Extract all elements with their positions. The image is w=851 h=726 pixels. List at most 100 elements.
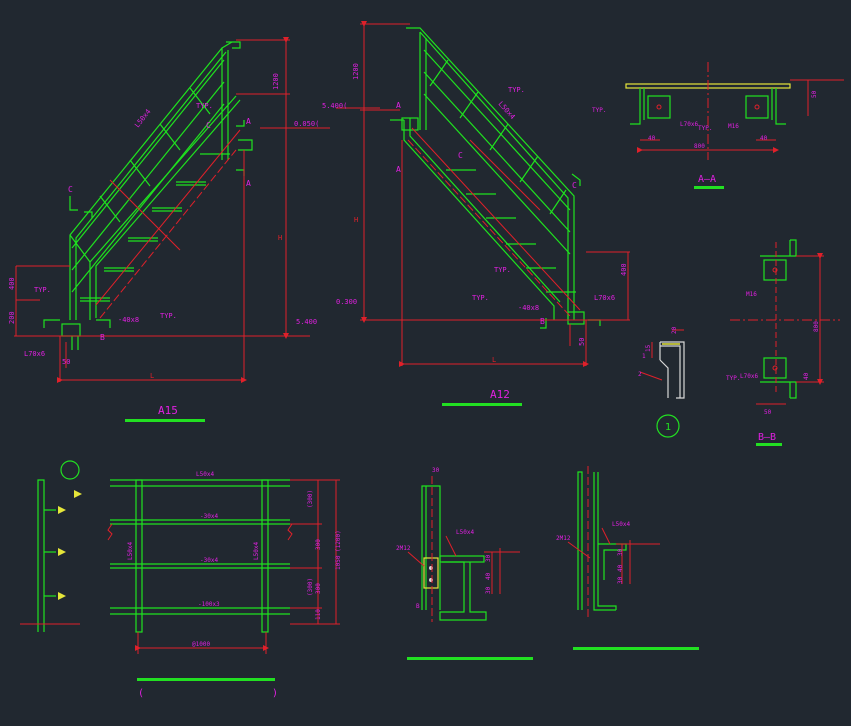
aa-angles xyxy=(630,88,786,125)
rail-side-post xyxy=(37,479,56,632)
detail1-num-1: 1 xyxy=(642,353,646,360)
view-railing-elevation: L50x4 -30x4 -30x4 -100x3 L50x4 L50x4 @10… xyxy=(107,471,342,699)
a12-section-a-top: A xyxy=(396,101,401,110)
a15-section-c-left: C xyxy=(68,185,73,194)
detail1-callout-circle xyxy=(656,414,680,438)
a12-top-level: 5.400( xyxy=(322,102,347,110)
a15-weld-2: TYP. xyxy=(160,312,177,320)
a15-section-a-bottom: A xyxy=(246,179,251,188)
rail-elev-frame xyxy=(110,479,290,633)
a12-angle-main: L50x4 xyxy=(497,100,517,121)
a12-right-dim: 400 xyxy=(620,263,628,276)
a15-left-dim-1: 400 xyxy=(8,277,16,290)
detail-col-dim-c: 30 xyxy=(485,586,492,594)
detail-wall-dim-b: 40 xyxy=(617,564,624,572)
view-section-aa: L70x6 M16 TYP. TYP. 800 40 40 50 A—A xyxy=(592,62,844,189)
aa-height: 50 xyxy=(811,90,818,98)
a12-section-b: B xyxy=(540,317,545,326)
a15-stringers xyxy=(43,41,253,350)
rail-mid-rail-2: -30x4 xyxy=(200,557,218,564)
view-detail-wall: 2M12 L50x4 30 40 30 xyxy=(556,466,699,650)
aa-width: 800 xyxy=(694,143,705,150)
bb-edge: 40 xyxy=(803,372,810,380)
a15-base-dim: 50 xyxy=(62,358,70,366)
a15-weld-1: TYP. xyxy=(196,102,213,110)
rail-dim-2: 300 xyxy=(315,539,322,550)
a15-length: L xyxy=(150,372,154,380)
bb-title: B—B xyxy=(758,432,776,443)
rail-dim-3: (300) xyxy=(307,578,314,596)
aa-weld-mid: TYP. xyxy=(698,125,712,132)
rail-top-rail: L50x4 xyxy=(196,471,214,478)
detail-wall-title-bar xyxy=(573,647,699,650)
rail-elev-title-bar xyxy=(137,678,275,681)
a12-bottom-level: 0.300 xyxy=(336,298,357,306)
rail-total: 1050 (1200) xyxy=(335,530,342,570)
detail-col-annotations: 2M12 L50x4 30 30 40 30 B xyxy=(396,467,492,610)
detail1-num-2: 2 xyxy=(638,371,642,378)
rail-dim-1: (300) xyxy=(307,490,314,508)
view-railing-side xyxy=(20,460,82,632)
rail-elev-annotations: L50x4 -30x4 -30x4 -100x3 L50x4 L50x4 @10… xyxy=(127,471,342,648)
a12-section-c-right: C xyxy=(572,181,577,190)
a15-title: A15 xyxy=(158,404,178,417)
a12-weld-2: TYP. xyxy=(472,294,489,302)
a15-section-b: B xyxy=(100,333,105,342)
aa-annotations: L70x6 M16 TYP. TYP. 800 40 40 50 xyxy=(592,90,818,150)
view-a15: 1200 H L 0.050( 5.400 L50x4 -40x8 TYP. T… xyxy=(8,37,330,422)
detail-col-plate-label: B xyxy=(416,603,420,610)
a12-right-bottom: L70x6 xyxy=(594,294,615,302)
a12-weld-3: TYP. xyxy=(494,266,511,274)
a12-title-bar xyxy=(442,403,522,406)
rail-bottom-span: @1000 xyxy=(192,641,210,648)
a15-bottom-level: 5.400 xyxy=(296,318,317,326)
detail-col-dims xyxy=(407,476,520,622)
bb-height: 800 xyxy=(813,321,820,332)
detail-wall-dim-a: 30 xyxy=(617,548,624,556)
rail-toe-board: -100x3 xyxy=(198,601,220,608)
a12-height-top: 1200 xyxy=(352,63,360,80)
rail-post-right: L50x4 xyxy=(253,542,260,560)
bb-annotations: M16 L70x6 TYP. 800 40 50 xyxy=(726,291,820,416)
a12-weld-1: TYP. xyxy=(508,86,525,94)
detail1-dims xyxy=(639,329,684,381)
rail-elev-dims xyxy=(107,479,340,654)
detail-wall-steel xyxy=(577,471,627,611)
a12-section-c-left: C xyxy=(458,151,463,160)
a12-length: L xyxy=(492,356,496,364)
detail-col-plate xyxy=(423,557,439,589)
detail-col-dim-a: 30 xyxy=(485,554,492,562)
a15-left-dim-2: 200 xyxy=(8,311,16,324)
rail-mid-rail-1: -30x4 xyxy=(200,513,218,520)
bb-dims xyxy=(730,242,840,405)
view-detail-column: 2M12 L50x4 30 30 40 30 B xyxy=(396,467,533,660)
aa-title: A—A xyxy=(698,174,716,185)
aa-edge-left: 40 xyxy=(648,135,656,142)
detail-col-title-bar xyxy=(407,657,533,660)
a15-height-top: 1200 xyxy=(272,73,280,90)
a12-title: A12 xyxy=(490,388,510,401)
detail1-shape xyxy=(659,341,685,399)
detail1-annotations: 15 20 1 2 xyxy=(638,326,678,378)
detail-wall-dim-c: 30 xyxy=(617,576,624,584)
a12-height-main: H xyxy=(354,216,358,224)
detail-wall-bolts: 2M12 xyxy=(556,535,571,542)
a15-height-main: H xyxy=(278,234,282,242)
rail-side-welds xyxy=(58,490,82,600)
bb-bolt: M16 xyxy=(746,291,757,298)
aa-edge-right: 40 xyxy=(760,135,768,142)
rail-post-left: L50x4 xyxy=(127,542,134,560)
detail-wall-annotations: 2M12 L50x4 30 40 30 xyxy=(556,521,630,584)
detail-col-dim-b: 40 xyxy=(485,572,492,580)
a15-angle-main: L50x4 xyxy=(133,108,152,130)
rail-dim-5: 110 xyxy=(315,609,322,620)
detail-wall-dims xyxy=(567,466,660,620)
aa-weld-left: TYP. xyxy=(592,107,606,114)
detail1-dim-2: 20 xyxy=(671,326,678,334)
aa-dims xyxy=(637,62,844,160)
a15-top-level: 0.050( xyxy=(294,120,319,128)
rail-dim-4: 300 xyxy=(315,583,322,594)
bb-weld: TYP. xyxy=(726,375,740,382)
